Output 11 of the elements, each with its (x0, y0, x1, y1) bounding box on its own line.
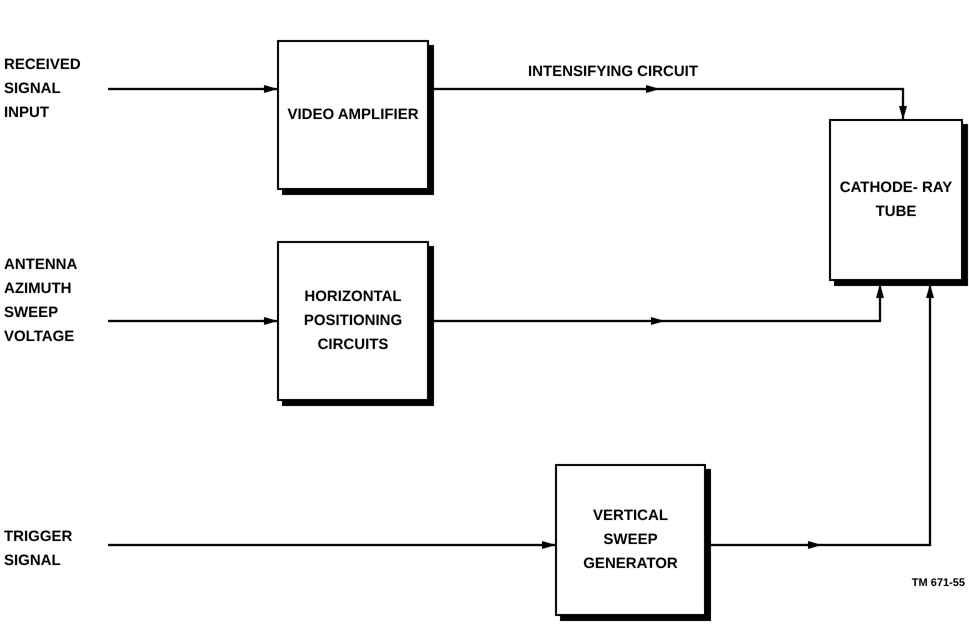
arrow (431, 85, 907, 120)
arrow (108, 317, 278, 325)
arrow (108, 541, 556, 549)
arrow (108, 85, 278, 93)
figure-number: TM 671-55 (912, 576, 965, 591)
arrow (431, 284, 884, 325)
arrow (708, 284, 934, 549)
signal-label: ANTENNA AZIMUTH SWEEP VOLTAGE (4, 230, 108, 372)
signal-label: RECEIVED SIGNAL INPUT (4, 52, 108, 126)
edge-label: INTENSIFYING CIRCUIT (528, 64, 698, 79)
signal-label: TRIGGER SIGNAL (4, 524, 108, 574)
